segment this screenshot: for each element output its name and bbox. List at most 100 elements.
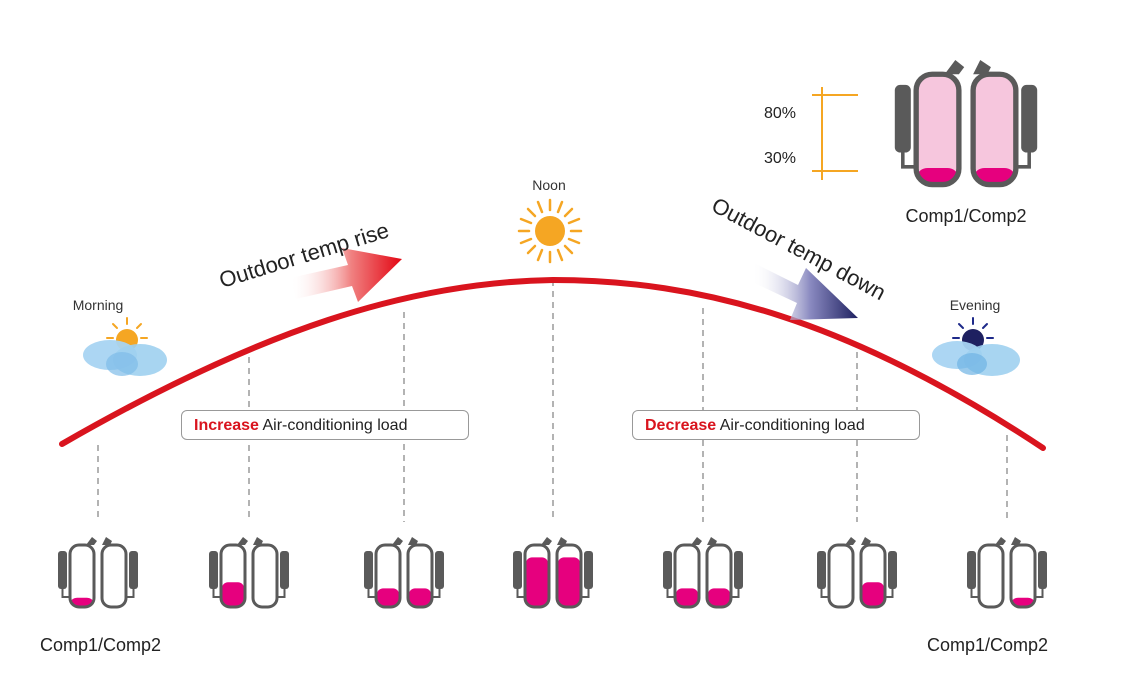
comp2-tank [555,543,583,609]
compressor-unit-7 [967,537,1047,609]
comp2-tank-outline [100,543,128,609]
evening-weather-icon [932,317,1020,376]
accumulator-left [364,551,373,589]
decrease-load-box: Decrease Air-conditioning load [632,410,920,440]
fitting-left [944,60,965,75]
fitting-left [392,537,403,545]
percent-high-label: 80% [764,105,796,122]
accumulator-left [513,551,522,589]
accumulator-right [129,551,138,589]
comp1-fill-level [676,588,698,607]
comp1-tank-outline [68,543,96,609]
fitting-right [707,537,717,545]
fitting-left [541,537,552,545]
pipe-right [731,589,740,598]
pipe-right [1035,589,1044,598]
comp2-fill-level [974,168,1015,185]
fitting-right [973,60,991,75]
fitting-right [557,537,567,545]
compressor-unit-2 [209,537,289,609]
fitting-left [237,537,248,545]
legend-comp-label: Comp1/Comp2 [905,206,1026,226]
comp1-tank-outline [913,71,962,188]
compressor-unit-3 [364,537,444,609]
comp2-fill-level [862,582,884,607]
comp1-tank-outline [673,543,701,609]
fitting-right [253,537,263,545]
comp1-tank [913,71,962,188]
comp1-fill-level [526,557,548,607]
comp2-tank-outline [251,543,279,609]
compressor-stages [58,537,1047,609]
comp2-tank-outline [859,543,887,609]
increase-load-box: Increase Air-conditioning load [181,410,469,440]
comp1-fill-level [917,168,958,185]
comp1-tank [68,543,96,609]
accumulator-right [1038,551,1047,589]
comp2-tank [1009,543,1037,609]
comp2-tank-light-fill [973,74,1016,185]
increase-text: Air-conditioning load [258,417,408,434]
accumulator-left [209,551,218,589]
accumulator-right [734,551,743,589]
pipe-right [1015,152,1031,169]
comp-label-left: Comp1/Comp2 [40,635,161,655]
comp1-fill-level [71,597,93,607]
temperature-curve [59,276,1046,451]
compressor-unit-6 [817,537,897,609]
fitting-right [1011,537,1021,545]
comp2-fill-level [558,557,580,607]
fitting-left [995,537,1006,545]
comp1-tank-outline [374,543,402,609]
noon-label: Noon [532,177,565,193]
pipe-left [212,589,221,598]
pipe-left [970,589,979,598]
accumulator-right [435,551,444,589]
comp1-tank [219,543,247,609]
comp2-tank [970,71,1019,188]
comp1-fill-level [377,588,399,607]
legend-compressor-unit [894,60,1038,188]
pipe-left [367,589,376,598]
down-arrow [752,262,858,320]
comp2-tank [406,543,434,609]
pipe-right [432,589,441,598]
comp2-fill-level [1012,597,1034,607]
morning-label: Morning [73,297,124,313]
comp2-tank [251,543,279,609]
legend-compressor-icon [894,60,1038,188]
fitting-left [845,537,856,545]
evening-label: Evening [950,297,1001,313]
fitting-right [102,537,112,545]
comp2-tank [705,543,733,609]
comp2-tank [100,543,128,609]
rise-arrow [290,248,402,302]
pipe-left [61,589,70,598]
comp1-tank [374,543,402,609]
comp2-tank-outline [406,543,434,609]
pipe-left [666,589,675,598]
comp2-tank-outline [705,543,733,609]
comp1-tank-light-fill [916,74,959,185]
comp1-tank-outline [827,543,855,609]
fitting-left [691,537,702,545]
comp1-fill-level [222,582,244,607]
pipe-right [126,589,135,598]
comp2-tank-outline [970,71,1019,188]
compressor-unit-5 [663,537,743,609]
comp2-fill-level [409,588,431,607]
pipe-right [581,589,590,598]
comp-label-right: Comp1/Comp2 [927,635,1048,655]
fitting-right [408,537,418,545]
accumulator-right [1021,84,1038,153]
pipe-right [277,589,286,598]
accumulator-left [58,551,67,589]
fitting-left [86,537,97,545]
dashed-guides [97,280,1008,522]
comp1-tank [673,543,701,609]
comp1-tank [977,543,1005,609]
sun-icon [517,198,583,264]
comp1-tank-outline [219,543,247,609]
pipe-left [516,589,525,598]
